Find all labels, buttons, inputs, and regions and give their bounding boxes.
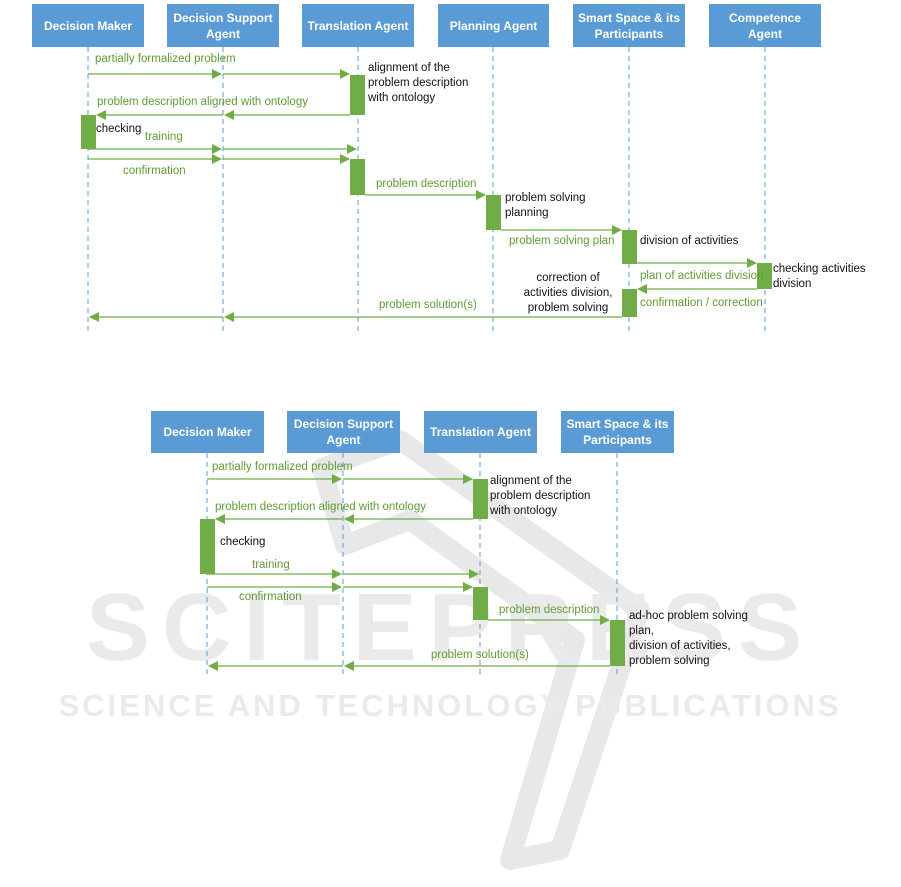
actor-smart-space: Smart Space & its Participants: [573, 4, 685, 47]
activation-planning: [486, 195, 501, 230]
activation-translation-1: [350, 75, 365, 115]
diagram2-arrows: [207, 474, 610, 671]
actor-translation-agent: Translation Agent: [302, 4, 414, 47]
msg2-partially-formalized-problem: partially formalized problem: [212, 461, 353, 473]
actor2-decision-maker: Decision Maker: [151, 411, 264, 453]
msg-training: training: [145, 131, 183, 143]
actor2-decision-support-agent: Decision Support Agent: [287, 411, 400, 453]
note-checking: checking: [96, 123, 142, 135]
activation-smart-space-1: [622, 230, 637, 264]
watermark-tagline: SCIENCE AND TECHNOLOGY PUBLICATIONS: [58, 688, 841, 723]
note-division-of-activities: division of activities: [640, 235, 739, 247]
activation2-translation-2: [473, 587, 488, 620]
note-checking-activities-division: checking activities division: [773, 263, 866, 290]
msg2-problem-description: problem description: [499, 604, 600, 616]
msg-confirmation: confirmation: [123, 165, 186, 177]
note2-ad-hoc-plan: ad-hoc problem solving plan, division of…: [629, 610, 748, 667]
msg-problem-solutions: problem solution(s): [379, 299, 477, 311]
diagram2-activations: [200, 479, 625, 666]
activation-decision-maker: [81, 115, 96, 149]
msg2-training: training: [252, 559, 290, 571]
msg-plan-of-activities-division: plan of activities division: [640, 270, 764, 282]
msg2-confirmation: confirmation: [239, 591, 302, 603]
activation-competence: [757, 263, 772, 289]
actor-competence-agent: Competence Agent: [709, 4, 821, 47]
note-alignment: alignment of the problem description wit…: [368, 62, 469, 104]
msg2-problem-description-aligned: problem description aligned with ontolog…: [215, 501, 426, 513]
actor2-smart-space: Smart Space & its Participants: [561, 411, 674, 453]
activation-translation-2: [350, 159, 365, 195]
actor2-translation-agent: Translation Agent: [424, 411, 537, 453]
msg-problem-description-aligned: problem description aligned with ontolog…: [97, 96, 308, 108]
note2-alignment: alignment of the problem description wit…: [490, 475, 591, 517]
watermark-brand: SCITEPRESS: [86, 574, 814, 681]
msg-confirmation-correction: confirmation / correction: [640, 297, 763, 309]
msg-problem-description: problem description: [376, 178, 477, 190]
activation2-translation-1: [473, 479, 488, 519]
msg2-problem-solutions: problem solution(s): [431, 649, 529, 661]
actor-planning-agent: Planning Agent: [438, 4, 549, 47]
diagram1-arrows: [88, 69, 757, 322]
msg-partially-formalized-problem: partially formalized problem: [95, 53, 236, 65]
note2-checking: checking: [220, 536, 266, 548]
actor-decision-maker: Decision Maker: [32, 4, 144, 47]
note-correction-of-activities: correction of activities division, probl…: [523, 272, 613, 314]
activation2-decision-maker: [200, 519, 215, 574]
activation2-smart-space: [610, 620, 625, 666]
activation-smart-space-2: [622, 289, 637, 317]
actor-decision-support-agent: Decision Support Agent: [167, 4, 279, 47]
msg-problem-solving-plan: problem solving plan: [509, 235, 615, 247]
note-problem-solving-planning: problem solving planning: [505, 192, 586, 219]
diagram1-activations: [81, 75, 772, 317]
